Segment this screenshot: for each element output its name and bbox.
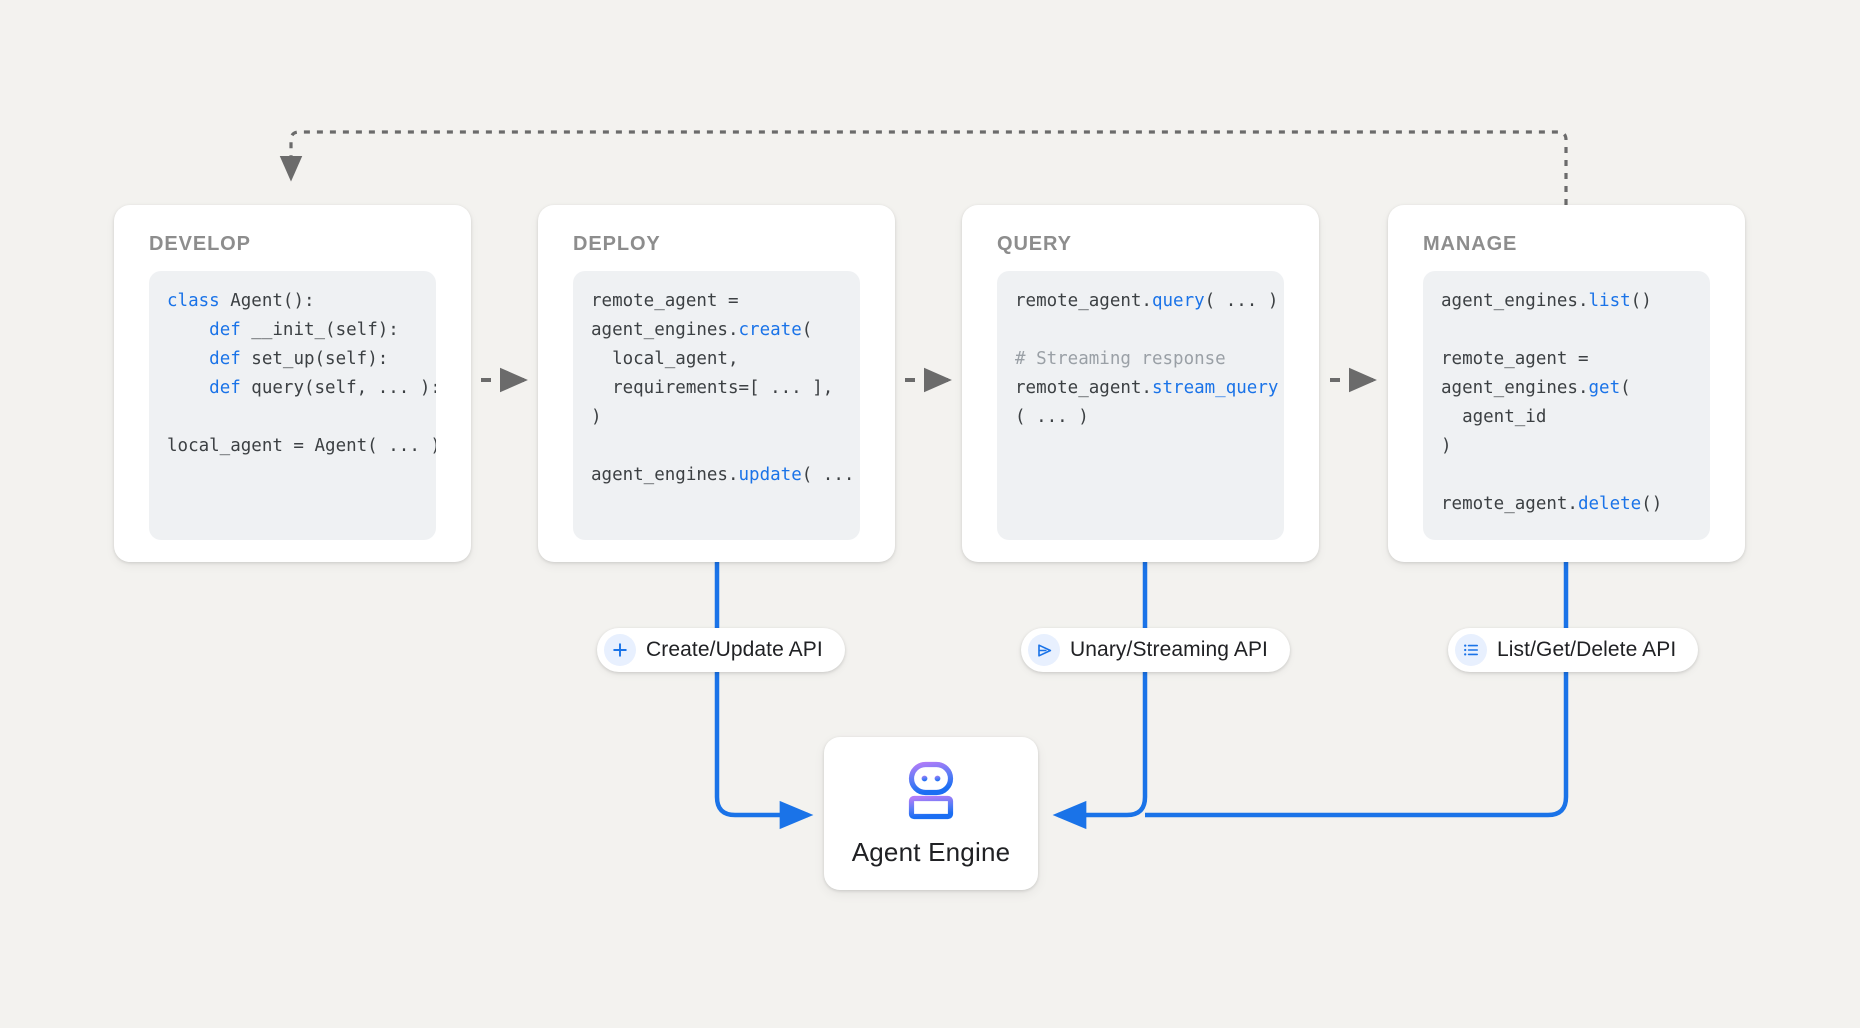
code-block-manage: agent_engines.list() remote_agent = agen… (1423, 271, 1710, 540)
code-block-deploy: remote_agent = agent_engines.create( loc… (573, 271, 860, 540)
stage-title-manage: MANAGE (1423, 233, 1518, 255)
stage-card-manage[interactable]: MANAGE agent_engines.list() remote_agent… (1388, 205, 1745, 562)
code-block-develop: class Agent(): def __init_(self): def se… (149, 271, 436, 540)
api-pill-create-update[interactable]: Create/Update API (597, 628, 845, 672)
feedback-loop-arrow (279, 130, 1568, 205)
stage-title-develop: DEVELOP (149, 233, 251, 255)
api-pill-label: Unary/Streaming API (1070, 638, 1268, 661)
plus-icon (604, 634, 636, 666)
stage-card-deploy[interactable]: DEPLOY remote_agent = agent_engines.crea… (538, 205, 895, 562)
api-pill-list-get-delete[interactable]: List/Get/Delete API (1448, 628, 1699, 672)
link-deploy-to-agent-engine (714, 562, 814, 830)
send-triangle-icon (1028, 634, 1060, 666)
stage-card-query[interactable]: QUERY remote_agent.query( ... ) # Stream… (962, 205, 1319, 562)
list-icon (1455, 634, 1487, 666)
api-pill-unary-streaming[interactable]: Unary/Streaming API (1021, 628, 1290, 672)
agent-engine-node[interactable]: Agent Engine (824, 737, 1038, 890)
stage-title-query: QUERY (997, 233, 1072, 255)
link-query-to-agent-engine (1052, 562, 1148, 830)
api-pill-label: Create/Update API (646, 638, 823, 661)
api-pill-label: List/Get/Delete API (1497, 638, 1677, 661)
link-manage-to-agent-engine (1145, 562, 1569, 818)
agent-engine-label: Agent Engine (851, 836, 1011, 867)
stage-title-deploy: DEPLOY (573, 233, 661, 255)
code-block-query: remote_agent.query( ... ) # Streaming re… (997, 271, 1284, 540)
robot-icon (899, 760, 963, 827)
stage-card-develop[interactable]: DEVELOP class Agent(): def __init_(self)… (114, 205, 471, 562)
